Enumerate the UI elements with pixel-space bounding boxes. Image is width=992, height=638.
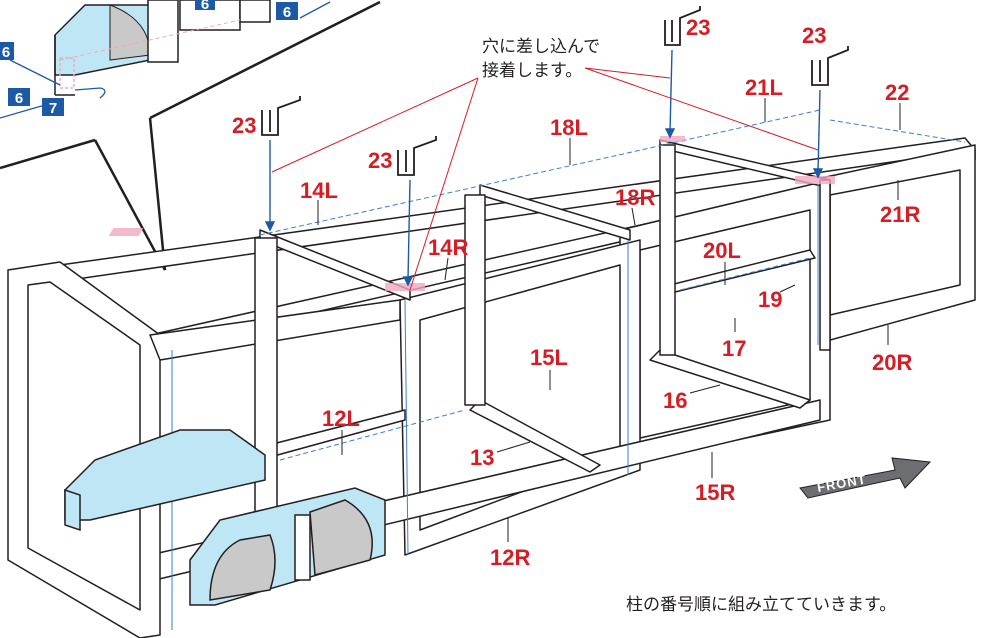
label-12L: 12L <box>322 406 360 431</box>
inset-zoom-detail: 6 6 6 6 7 <box>0 0 381 271</box>
label-16: 16 <box>663 388 687 413</box>
assembly-order-note: 柱の番号順に組み立てていきます。 <box>626 595 896 615</box>
hidden-edges <box>259 109 966 461</box>
note-line-2: 接着します。 <box>482 61 582 81</box>
seat-upper <box>64 429 266 532</box>
label-23-center: 23 <box>368 148 392 173</box>
label-21L: 21L <box>745 75 783 100</box>
label-23-left: 23 <box>232 113 256 138</box>
label-15R: 15R <box>695 480 735 505</box>
svg-text:7: 7 <box>49 100 57 117</box>
insert-arrows <box>264 49 824 287</box>
badge-7: 7 <box>42 98 64 117</box>
glue-marks <box>108 136 835 291</box>
leader-lines <box>317 98 901 542</box>
label-18R: 18R <box>615 185 655 210</box>
badge-6-left: 6 <box>0 42 14 61</box>
label-21R: 21R <box>880 202 920 227</box>
label-23-top: 23 <box>686 15 710 40</box>
label-20L: 20L <box>703 238 741 263</box>
label-13: 13 <box>470 445 494 470</box>
insert-note: 穴に差し込んで 接着します。 <box>482 37 600 81</box>
label-17: 17 <box>722 336 746 361</box>
callout-lines <box>271 67 819 291</box>
label-20R: 20R <box>872 350 912 375</box>
front-label: FRONT <box>816 472 868 495</box>
svg-text:6: 6 <box>2 44 10 61</box>
badge-6-bottom: 6 <box>8 88 30 107</box>
label-22: 22 <box>885 80 909 105</box>
part-labels: 23 23 23 23 14L 14R 18L 18R 21L 22 21R 2… <box>232 15 920 570</box>
label-18L: 18L <box>550 115 588 140</box>
label-23-right: 23 <box>802 23 826 48</box>
badge-6-right: 6 <box>276 2 298 21</box>
front-arrow: FRONT <box>799 457 932 499</box>
svg-text:6: 6 <box>283 4 291 21</box>
pin-23-center <box>397 136 437 176</box>
label-15L: 15L <box>530 345 568 370</box>
badge-6-top: 6 <box>195 0 215 13</box>
svg-text:6: 6 <box>15 90 23 107</box>
pin-23-top <box>664 6 701 46</box>
label-19: 19 <box>758 287 782 312</box>
label-12R: 12R <box>490 545 530 570</box>
seat-lower <box>189 487 386 606</box>
pin-23-left <box>261 96 301 136</box>
label-14R: 14R <box>428 235 468 260</box>
svg-text:6: 6 <box>201 0 209 13</box>
label-14L: 14L <box>300 178 338 203</box>
note-line-1: 穴に差し込んで <box>482 37 600 57</box>
pin-23-right <box>811 46 849 86</box>
